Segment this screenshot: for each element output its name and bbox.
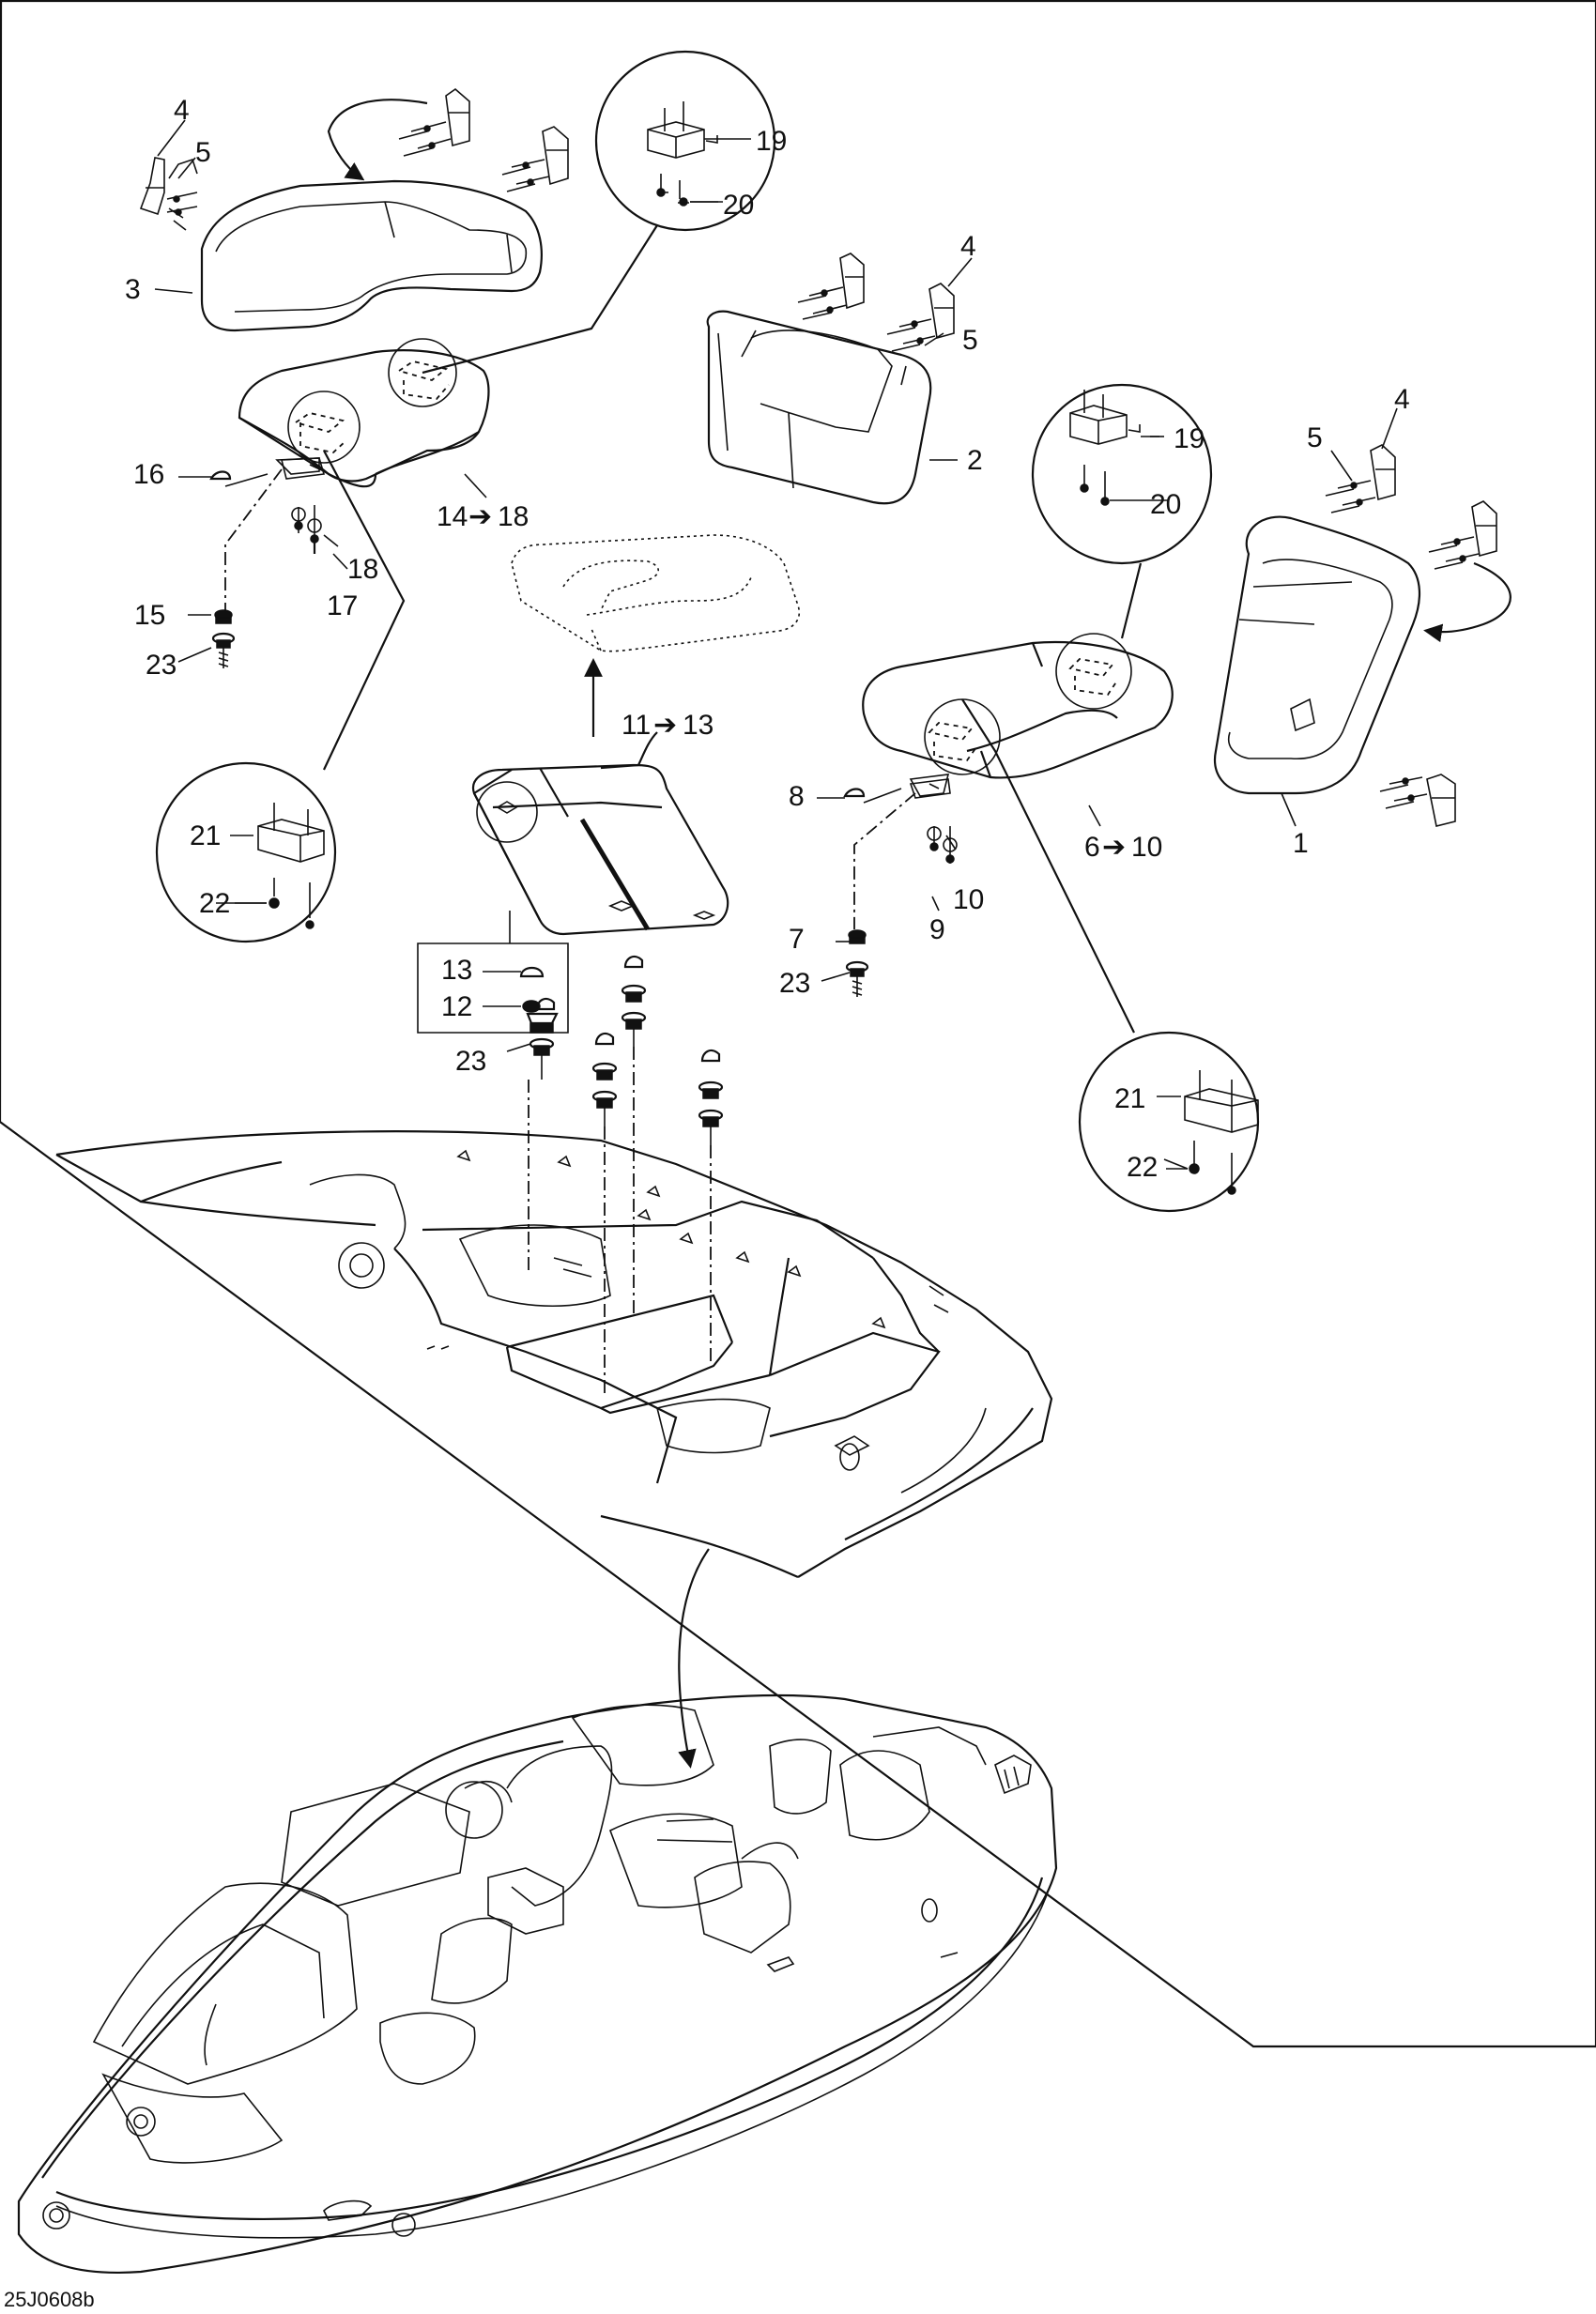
svg-text:➔: ➔ [468,501,492,532]
callout-6-range: 6 ➔ 10 [1084,832,1162,863]
boat-closeup-hull [55,1130,1053,1579]
callout-12: 12 [441,991,472,1022]
callout-1: 1 [1293,828,1309,859]
callout-9: 9 [929,914,945,945]
detail-circle-21-22-left [155,450,406,943]
cap-8 [843,788,902,804]
callout-13: 13 [441,955,472,986]
callout-22: 22 [199,888,230,919]
bench-fasteners [526,955,724,1394]
bracket-right [853,778,958,929]
svg-text:18: 18 [498,501,529,532]
callout-23: 23 [779,968,810,999]
callout-11-range: 11 ➔ 13 [622,710,714,741]
bench-dotted-outline [511,534,800,766]
reposition-arrow-right [1423,561,1512,643]
bracket-left [224,457,326,610]
cap-16 [209,470,269,487]
svg-text:➔: ➔ [653,710,677,741]
fastener-stack-left [211,609,236,668]
svg-text:13: 13 [683,710,714,741]
callout-7: 7 [789,924,805,955]
seat-back-1 [1213,515,1421,795]
detail-circle-19-20-right [1031,383,1213,639]
callout-labels: 4 5 3 19 20 4 5 2 19 20 4 5 1 16 14 ➔ 18… [125,95,1410,1183]
seat-cushion-6 [862,633,1174,797]
svg-text:6: 6 [1084,832,1100,863]
detail-circle-21-22-right [961,698,1260,1213]
bench-seat-part [471,763,729,936]
svg-text:14: 14 [437,501,468,532]
callout-20: 20 [1150,489,1181,520]
callout-5: 5 [962,325,978,356]
seat-back-3 [200,179,543,332]
callout-15: 15 [134,600,165,631]
detail-circle-19-20-left [422,50,776,375]
callout-18: 18 [347,554,378,585]
callout-3: 3 [125,274,141,305]
callout-19: 19 [756,126,787,157]
callout-19: 19 [1174,423,1205,454]
callout-4: 4 [1394,384,1410,415]
callout-10: 10 [953,884,984,915]
callout-16: 16 [133,459,164,490]
callout-21: 21 [1114,1083,1145,1114]
part-12-13-box [417,911,569,1034]
callout-14-range: 14 ➔ 18 [437,501,529,532]
callout-5: 5 [1307,422,1323,453]
callout-21: 21 [190,820,221,851]
clip-rivet-group-center [797,253,955,352]
reposition-arrow-left [327,99,428,181]
svg-text:11: 11 [622,710,651,741]
leader-lines [154,119,1398,1170]
callout-4: 4 [960,231,976,262]
callout-23: 23 [146,650,176,681]
full-boat-view [17,1693,1058,2275]
clip-rivet-group-top-left [139,157,198,231]
callout-22: 22 [1127,1152,1158,1183]
clip-rivet-group-top-mid-1 [398,87,470,157]
callout-2: 2 [967,445,983,476]
location-arrow [678,1548,710,1769]
clip-rivet-group-top-mid-2 [501,126,569,192]
svg-text:➔: ➔ [1102,832,1126,863]
fastener-stack-right [845,929,869,997]
seat-cushion-14 [238,338,490,488]
callout-17: 17 [327,590,358,621]
svg-text:10: 10 [1131,832,1162,863]
callout-23: 23 [455,1046,486,1077]
callout-8: 8 [789,781,805,812]
panel-border [0,0,1596,2048]
drawing-code: 25J0608b [4,2288,95,2311]
callout-5: 5 [195,137,211,168]
callout-4: 4 [174,95,190,126]
clip-rivet-group-right [1325,444,1497,827]
seat-back-2 [706,310,932,505]
callout-20: 20 [723,190,754,221]
